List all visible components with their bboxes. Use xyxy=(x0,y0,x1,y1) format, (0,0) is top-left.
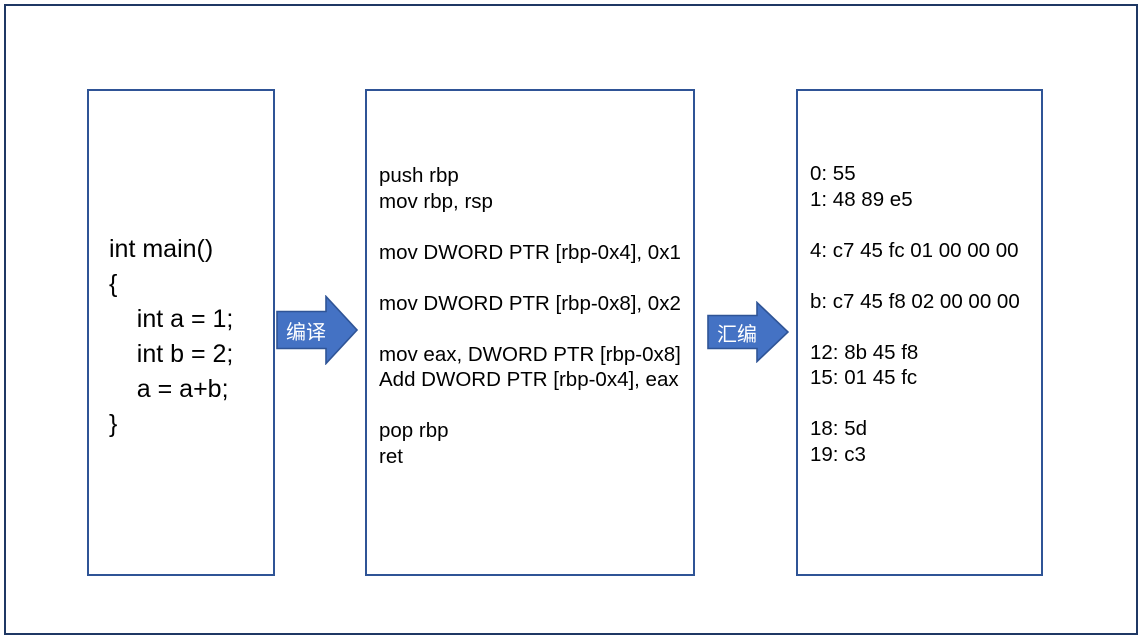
compile-arrow: 编译 xyxy=(276,295,358,365)
assemble-arrow-shape xyxy=(707,301,789,363)
slide-outer-frame xyxy=(4,4,1138,635)
source-code-text: int main() { int a = 1; int b = 2; a = a… xyxy=(109,235,234,438)
source-code-box: int main() { int a = 1; int b = 2; a = a… xyxy=(87,89,275,576)
machine-code-text: 0: 55 1: 48 89 e5 4: c7 45 fc 01 00 00 0… xyxy=(810,162,1020,466)
assembly-code-text: push rbp mov rbp, rsp mov DWORD PTR [rbp… xyxy=(379,164,681,468)
compile-arrow-shape xyxy=(276,295,358,365)
machine-code-box: 0: 55 1: 48 89 e5 4: c7 45 fc 01 00 00 0… xyxy=(796,89,1043,576)
assemble-arrow: 汇编 xyxy=(707,301,789,363)
assembly-code-box: push rbp mov rbp, rsp mov DWORD PTR [rbp… xyxy=(365,89,695,576)
